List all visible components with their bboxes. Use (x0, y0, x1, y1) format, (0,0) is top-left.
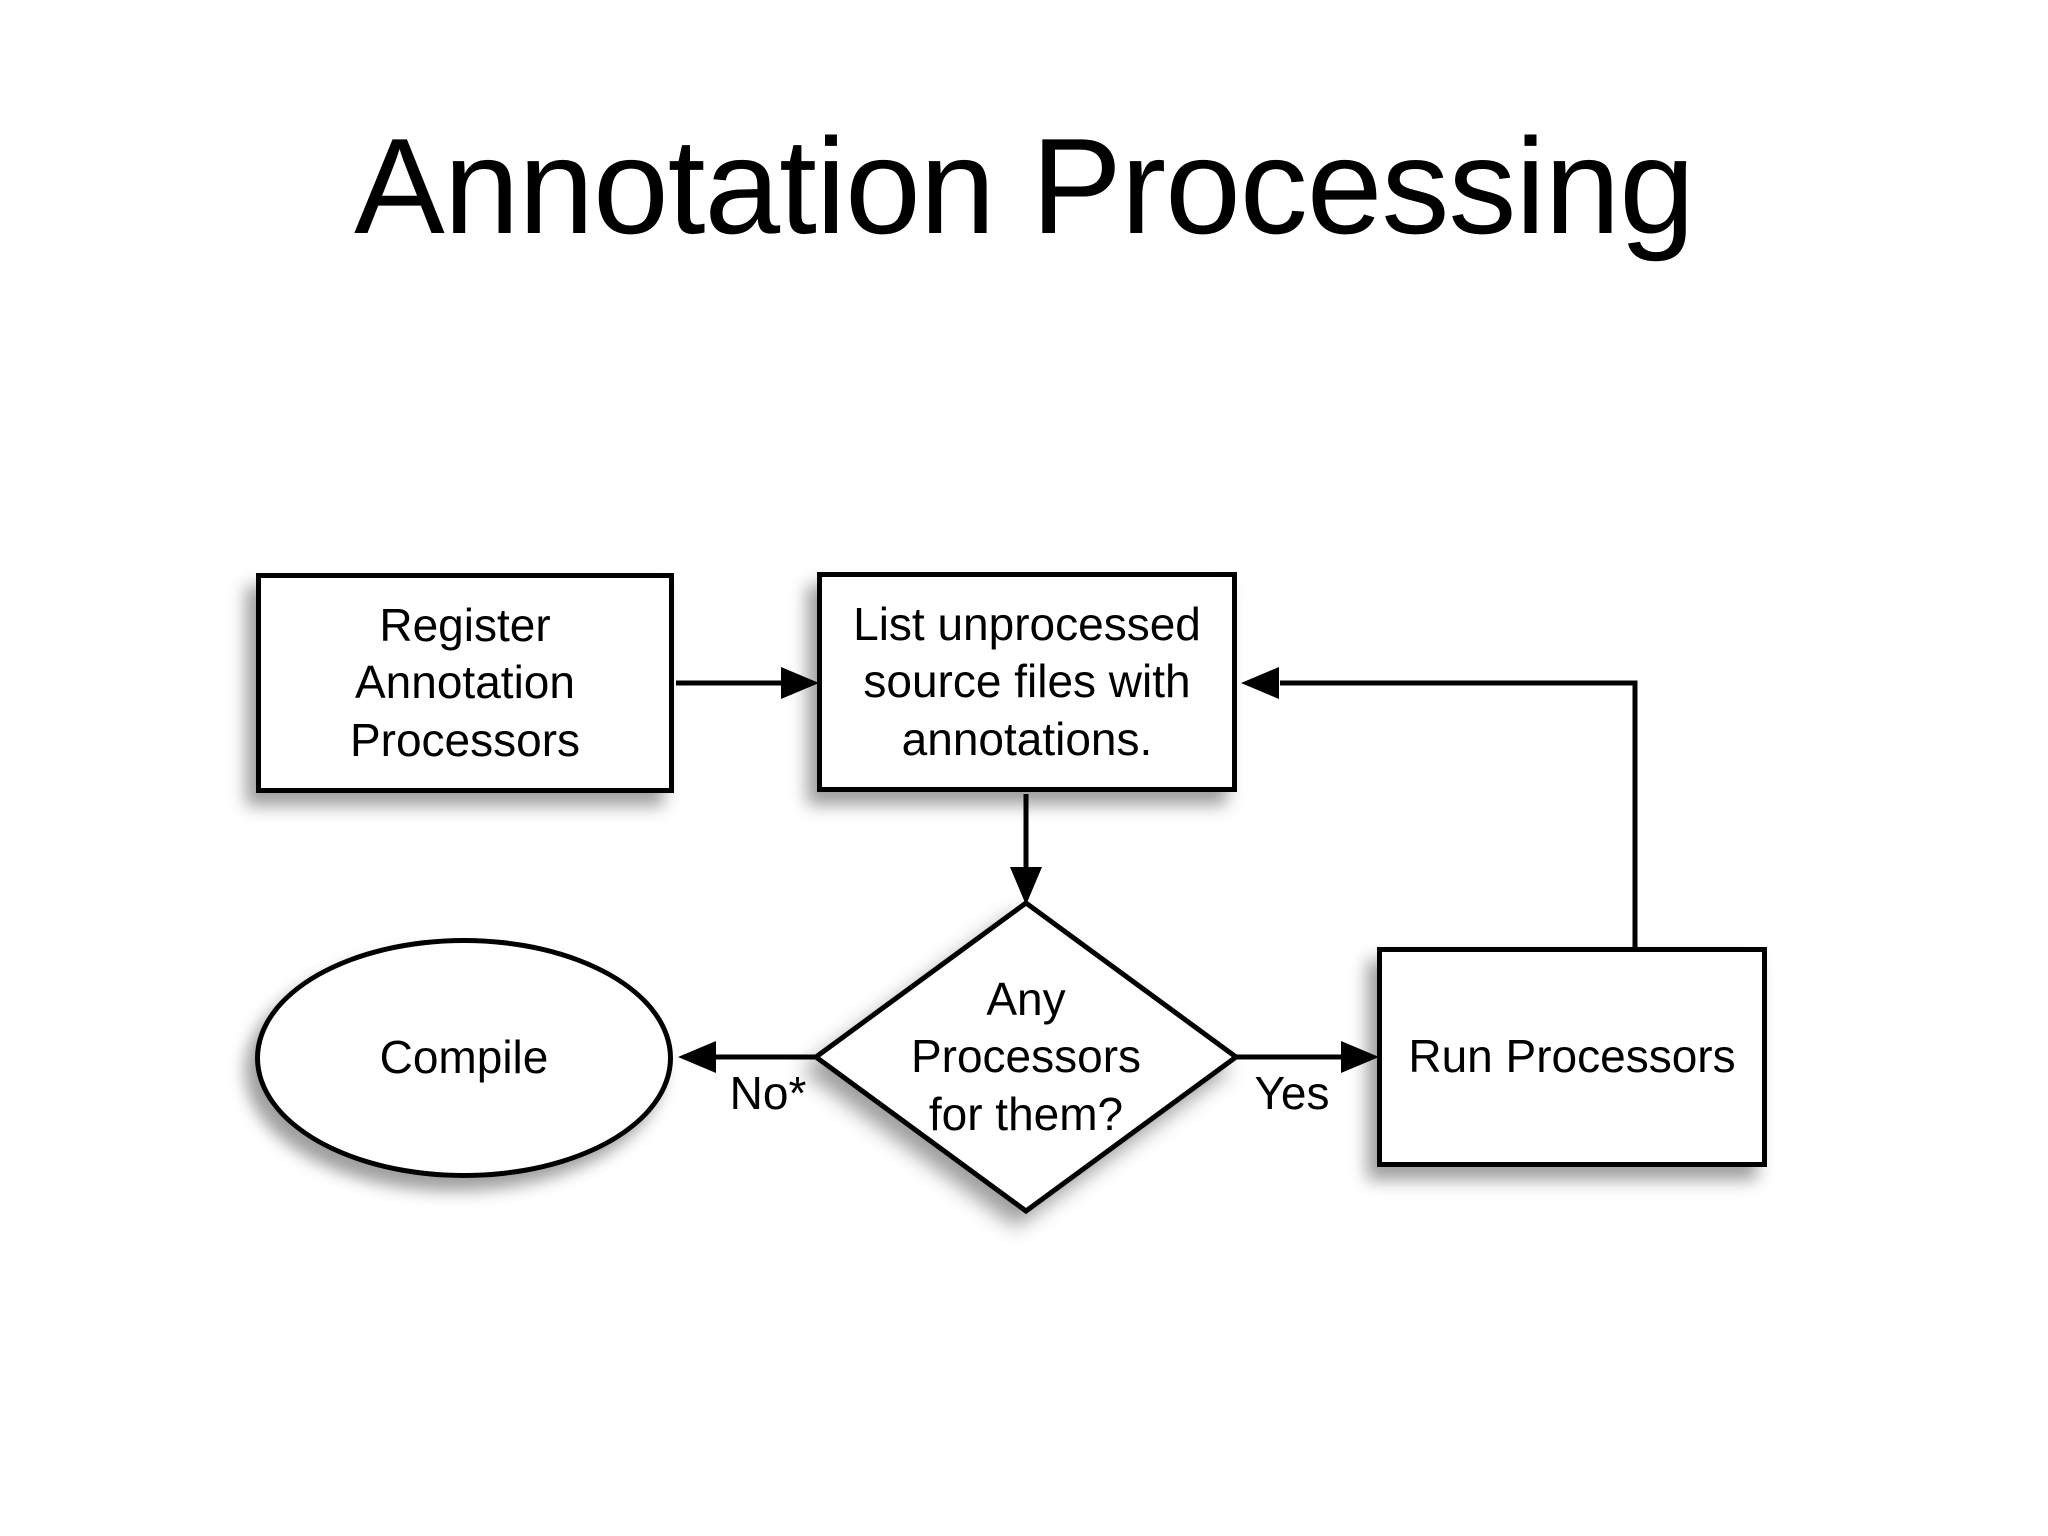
slide-title: Annotation Processing (354, 110, 1695, 262)
edge-run-to-list (1241, 667, 1638, 950)
edge-list-to-decision (1010, 794, 1042, 905)
node-list-label: List unprocessed source files with annot… (853, 597, 1201, 765)
arrowhead-right-icon (1341, 1041, 1379, 1073)
node-compile: Compile (255, 938, 673, 1178)
arrowhead-left-icon (1241, 667, 1279, 699)
decision-any-processors-shape (811, 899, 1241, 1215)
arrowhead-left-icon (678, 1041, 716, 1073)
node-run-label: Run Processors (1408, 1030, 1736, 1083)
edge-decision-to-compile (678, 1041, 816, 1073)
arrowhead-right-icon (781, 667, 819, 699)
node-register-label: Register Annotation Processors (349, 598, 581, 766)
decision-any-processors-label: Any Processors for them? (910, 972, 1142, 1140)
edge-label-yes: Yes (1254, 1067, 1330, 1119)
node-run-processors: Run Processors (1377, 947, 1767, 1167)
edge-register-to-list (676, 667, 819, 699)
arrowhead-down-icon (1010, 867, 1042, 905)
edge-decision-to-run (1236, 1041, 1379, 1073)
edge-label-no: No* (729, 1067, 807, 1119)
node-compile-label: Compile (379, 1031, 549, 1084)
node-list-unprocessed-files: List unprocessed source files with annot… (817, 572, 1237, 792)
node-register-annotation-processors: Register Annotation Processors (256, 573, 674, 793)
